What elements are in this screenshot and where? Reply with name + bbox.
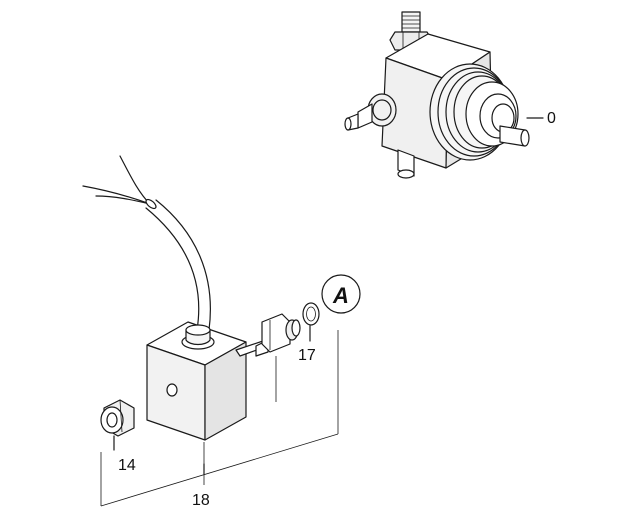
nut — [100, 399, 135, 437]
detail-label: A — [332, 283, 349, 308]
detail-reference: A — [321, 274, 361, 314]
callout-pump: 0 — [547, 110, 556, 127]
pump-cap — [429, 63, 519, 161]
pump-bottom-fitting — [397, 149, 415, 179]
valve-stem — [261, 313, 301, 353]
callout-assembly: 18 — [192, 492, 210, 509]
pump-side-fitting — [344, 93, 397, 131]
callout-oring: 17 — [298, 347, 316, 364]
cable — [82, 155, 211, 331]
pump-shaft — [499, 125, 530, 147]
o-ring — [302, 302, 320, 326]
valve-block — [146, 321, 247, 441]
assembly-bracket — [100, 330, 339, 507]
pump-body — [344, 11, 530, 179]
callout-nut: 14 — [118, 457, 136, 474]
